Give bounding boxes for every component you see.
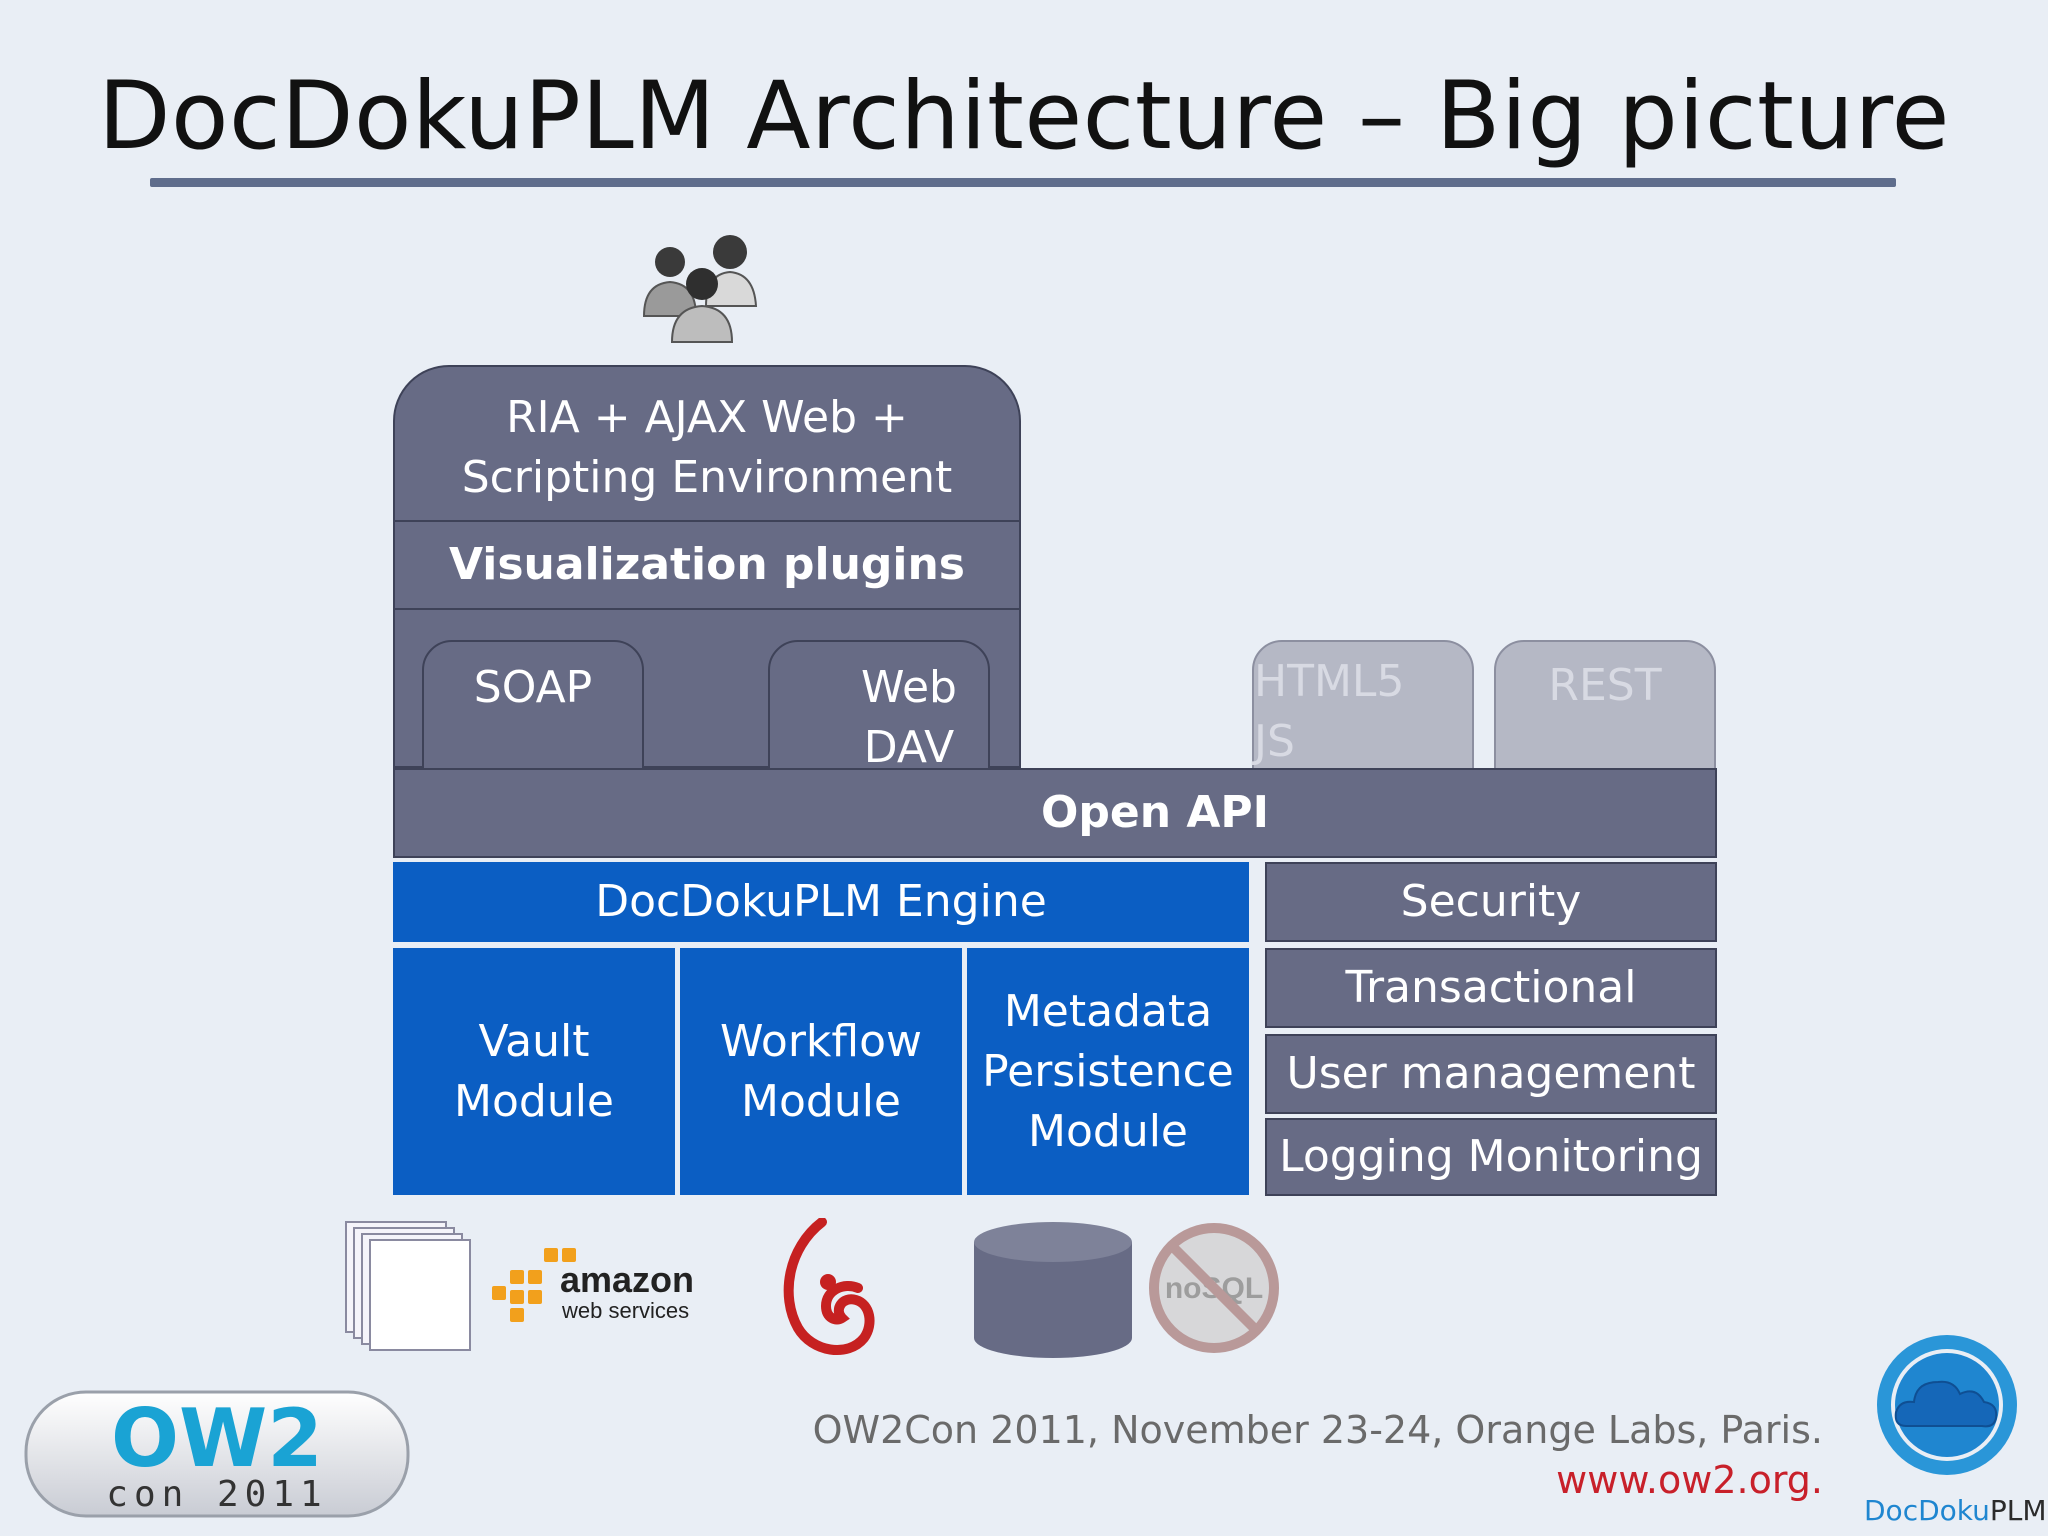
security-label: Security [1400,876,1582,927]
svg-text:con 2011: con 2011 [106,1474,327,1515]
ria-ajax-scripting-box: RIA + AJAX Web + Scripting Environment [393,365,1021,522]
visualization-plugins-box: Visualization plugins [393,520,1021,610]
security-box: Security [1265,862,1717,942]
html5-line-1: HTML5 [1254,656,1405,707]
webdav-line-2: DAV [863,722,955,773]
swirl-logo [783,1218,875,1356]
database-icon [974,1222,1132,1358]
workflow-module-box: Workflow Module [680,948,962,1195]
webdav-line-1: Web [861,662,957,713]
soap-label: SOAP [473,662,593,713]
vault-line-1: Vault [478,1015,590,1067]
soap-box: SOAP [422,640,644,770]
metadata-persistence-module-box: Metadata Persistence Module [967,948,1249,1195]
engine-title-label: DocDokuPLM Engine [595,876,1047,927]
vault-line-2: Module [454,1075,614,1127]
ria-line-1: RIA + AJAX Web + [506,391,908,443]
workflow-line-1: Workflow [719,1015,923,1067]
metadata-line-1: Metadata [1003,985,1213,1037]
docdoku-cloud-logo [1877,1335,2017,1475]
title-underline [150,178,1896,187]
ow2-logo: OW2 con 2011 [24,1390,410,1518]
webdav-box: Web DAV [768,640,990,773]
rest-box: REST [1494,640,1716,770]
html5-line-2: JS [1254,716,1295,767]
svg-text:OW2: OW2 [111,1392,323,1485]
ria-line-2: Scripting Environment [461,451,953,503]
docdoku-word-a: DocDoku [1864,1494,1990,1527]
transactional-box: Transactional [1265,948,1717,1028]
docdoku-word-b: PLM [1989,1494,2047,1527]
user-management-box: User management [1265,1034,1717,1114]
workflow-line-2: Module [741,1075,901,1127]
amazon-logo: amazon web services [492,1248,694,1323]
rest-label: REST [1548,660,1662,711]
metadata-line-3: Module [1028,1105,1188,1157]
users-icon [642,235,758,343]
visualization-label: Visualization plugins [448,539,965,590]
open-api-label: Open API [1040,787,1270,838]
logging-monitoring-box: Logging Monitoring [1265,1118,1717,1196]
file-stack-icon [345,1221,471,1351]
nosql-prohibited-icon: noSQL [1149,1223,1279,1353]
svg-text:web services: web services [561,1298,689,1323]
html5-js-box: HTML5 JS [1252,640,1474,770]
engine-title-box: DocDokuPLM Engine [393,862,1249,942]
metadata-line-2: Persistence [982,1045,1234,1097]
logging-monitoring-label: Logging Monitoring [1279,1131,1703,1182]
docdoku-wordmark: DocDokuPLM [1864,1494,2047,1527]
vault-module-box: Vault Module [393,948,675,1195]
open-api-bar: Open API [393,768,1717,858]
page-title: DocDokuPLM Architecture – Big picture [98,62,1950,171]
transactional-label: Transactional [1345,962,1637,1013]
event-info: OW2Con 2011, November 23-24, Orange Labs… [812,1408,1823,1452]
ow2-url-link[interactable]: www.ow2.org. [1556,1458,1823,1502]
svg-text:amazon: amazon [560,1259,694,1300]
user-management-label: User management [1286,1048,1696,1099]
